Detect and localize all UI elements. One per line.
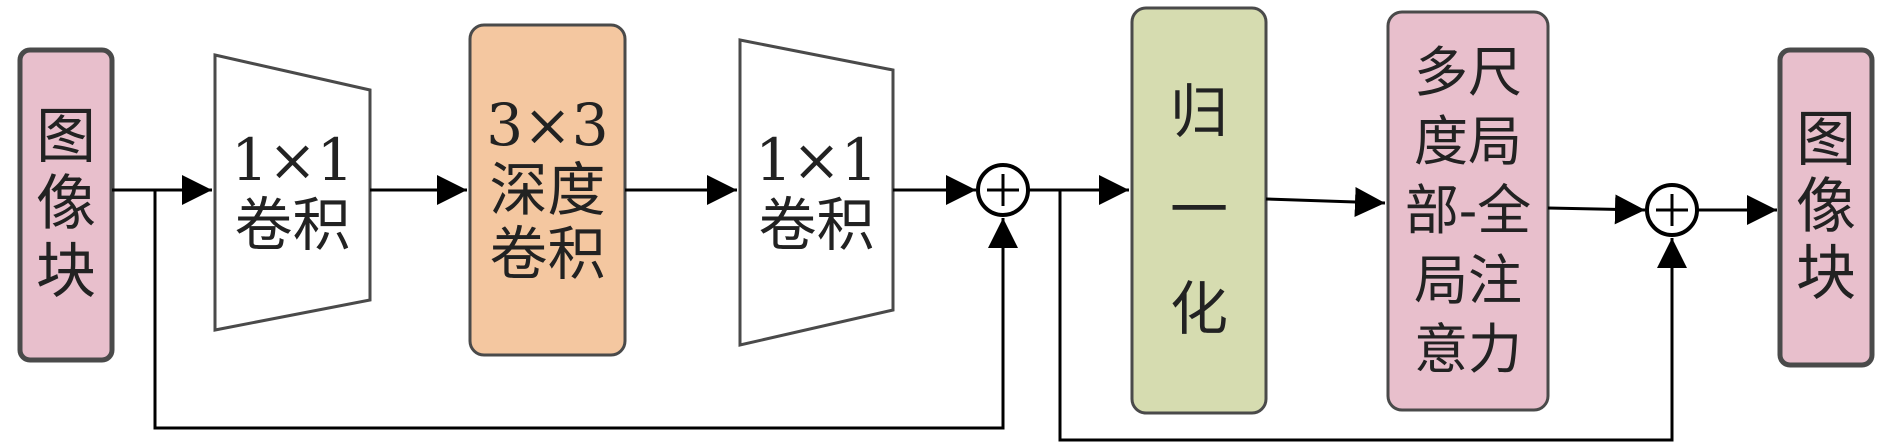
attn-block: [1386, 10, 1550, 412]
conv1-trapezoid: [213, 53, 372, 332]
dwconv-block: [468, 23, 627, 357]
arrow-norm-to-attn: [1265, 187, 1386, 217]
norm-block: [1130, 6, 1268, 415]
skip-connection-2: [1058, 190, 1687, 442]
output-block: [1777, 47, 1875, 368]
arrow-attn-to-add2: [1547, 194, 1646, 225]
input-block: [17, 47, 115, 363]
skip-connection-1: [153, 190, 1018, 430]
conv2-trapezoid: [738, 38, 895, 347]
